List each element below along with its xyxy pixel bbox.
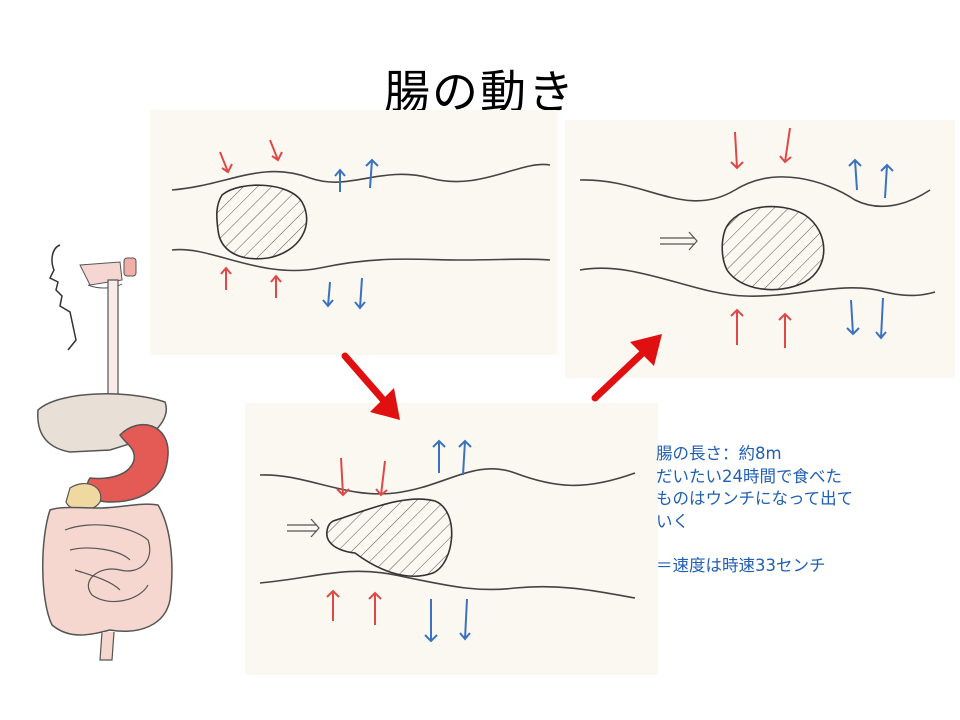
note-speed: ＝速度は時速33センチ <box>656 556 826 575</box>
note-transit-time-2: ものはウンチになって出て <box>656 489 854 508</box>
note-transit-time-3: いく <box>656 511 689 531</box>
intestine-sketch-stage-1 <box>150 110 558 355</box>
intestine-sketch-stage-2 <box>245 403 658 675</box>
note-transit-time-1: だいたい24時間で食べた <box>656 466 842 486</box>
digestive-system-illustration <box>37 244 173 661</box>
intestine-facts-note: 腸の長さ：約8m だいたい24時間で食べた ものはウンチになって出て いく ＝速… <box>656 443 956 578</box>
intestine-sketch-stage-3 <box>565 120 955 378</box>
note-intestine-length: 腸の長さ：約8m <box>656 444 782 463</box>
